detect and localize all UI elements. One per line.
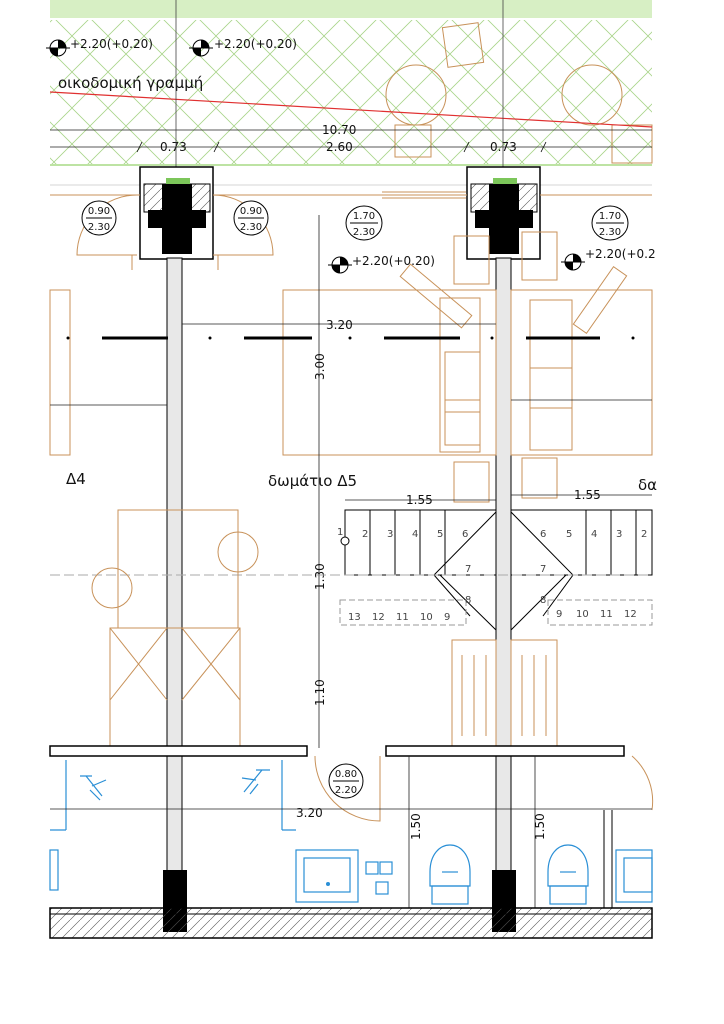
svg-text:2.30: 2.30 [599,227,621,238]
opening-tag: 1.70 2.30 [591,205,629,241]
bed-right-room [510,231,653,499]
svg-text:10: 10 [576,609,589,620]
elevation-marker: +2.20(+0.20) [189,37,297,57]
opening-tag: 1.70 2.30 [345,205,383,241]
dim-1-10: 1.10 [313,679,327,706]
svg-text:7: 7 [540,564,546,575]
terrace-hatch [50,20,652,165]
dim-1-30: 1.30 [313,563,327,590]
svg-text:2: 2 [641,529,647,540]
dim-1-55-left: 1.55 [406,493,433,507]
svg-text:11: 11 [396,612,409,623]
svg-text:6: 6 [462,529,468,540]
dim-10-70: 10.70 [322,123,356,137]
toilet [429,844,471,905]
bed-left-room [49,235,497,503]
bath-wall [385,745,625,757]
svg-text:5: 5 [566,529,572,540]
svg-text:2.30: 2.30 [353,227,375,238]
svg-text:12: 12 [624,609,637,620]
staircase-left: 1 2 3 4 5 6 7 8 13 12 11 10 9 [337,509,497,631]
dim-3-20-bottom: 3.20 [296,806,323,820]
svg-text:8: 8 [540,595,546,606]
svg-text:11: 11 [600,609,613,620]
dimension-chain-vertical: 3.00 1.30 1.10 [313,215,327,748]
room-label-d6: δα [638,476,657,494]
partition-wall-left [166,257,183,872]
outdoor-table [561,64,623,126]
svg-text:3: 3 [387,529,393,540]
outdoor-chair [394,124,432,158]
staircase-right: 6 5 4 3 2 7 8 9 10 11 12 [510,509,653,631]
svg-text:0.90: 0.90 [240,206,262,217]
svg-text:12: 12 [372,612,385,623]
door-swing: 0.80 2.20 [314,755,654,822]
rear-wall [49,907,653,939]
svg-text:+2.20(+0.20): +2.20(+0.20) [214,37,297,51]
svg-text:6: 6 [540,529,546,540]
svg-text:+2.20(+0.20): +2.20(+0.20) [70,37,153,51]
svg-text:9: 9 [556,609,562,620]
svg-text:1.70: 1.70 [353,211,375,222]
dim-1-55-right: 1.55 [574,488,601,502]
svg-text:8: 8 [465,595,471,606]
svg-text:10: 10 [420,612,433,623]
sink [615,849,653,903]
bath-wall [49,745,308,757]
elevation-marker: +2.20(+0.20) [46,37,153,57]
dim-1-50-left: 1.50 [409,813,423,840]
svg-text:2.20: 2.20 [335,785,357,796]
dim-2-60: 2.60 [326,140,353,154]
elevation-marker: +2.20(+0.20) [328,254,435,274]
column-left [139,166,214,260]
svg-text:4: 4 [591,529,597,540]
opening-tag: 0.90 2.30 [233,200,269,236]
partition-wall-right [495,257,512,872]
svg-text:+2.20(+0.20): +2.20(+0.20) [352,254,435,268]
svg-text:2: 2 [362,529,368,540]
svg-text:1.70: 1.70 [599,211,621,222]
outdoor-chair [441,22,485,68]
svg-text:5: 5 [437,529,443,540]
dimension-chain-top: 10.70 0.73 2.60 0.73 [50,123,652,154]
opening-tag: 0.90 2.30 [81,200,117,236]
svg-text:9: 9 [444,612,450,623]
column-right [466,166,541,260]
dim-3-00: 3.00 [313,353,327,380]
terrace-area: οικοδομική γραμμή [49,0,653,186]
building-line-label: οικοδομική γραμμή [58,74,203,92]
elevation-marker: +2.20(+0.2 [561,247,656,271]
svg-text:1: 1 [337,527,343,538]
svg-text:2.30: 2.30 [88,222,110,233]
dim-0-73-left: 0.73 [160,140,187,154]
sink [295,849,393,903]
beam-line [66,336,635,340]
svg-text:0.80: 0.80 [335,769,357,780]
shower [49,760,296,891]
dim-3-20-top: 3.20 [326,318,353,332]
svg-text:0.90: 0.90 [88,206,110,217]
room-label-d4: Δ4 [66,470,86,488]
svg-text:3: 3 [616,529,622,540]
room-label-d5: δωμάτιο Δ5 [268,472,357,490]
toilet [547,844,589,905]
svg-text:+2.20(+0.2: +2.20(+0.2 [585,247,656,261]
svg-text:4: 4 [412,529,418,540]
planting-strip [50,0,652,18]
svg-text:2.30: 2.30 [240,222,262,233]
svg-text:7: 7 [465,564,471,575]
building-line [49,91,653,128]
outdoor-chair [611,124,653,164]
svg-text:13: 13 [348,612,361,623]
dim-1-50-right: 1.50 [533,813,547,840]
